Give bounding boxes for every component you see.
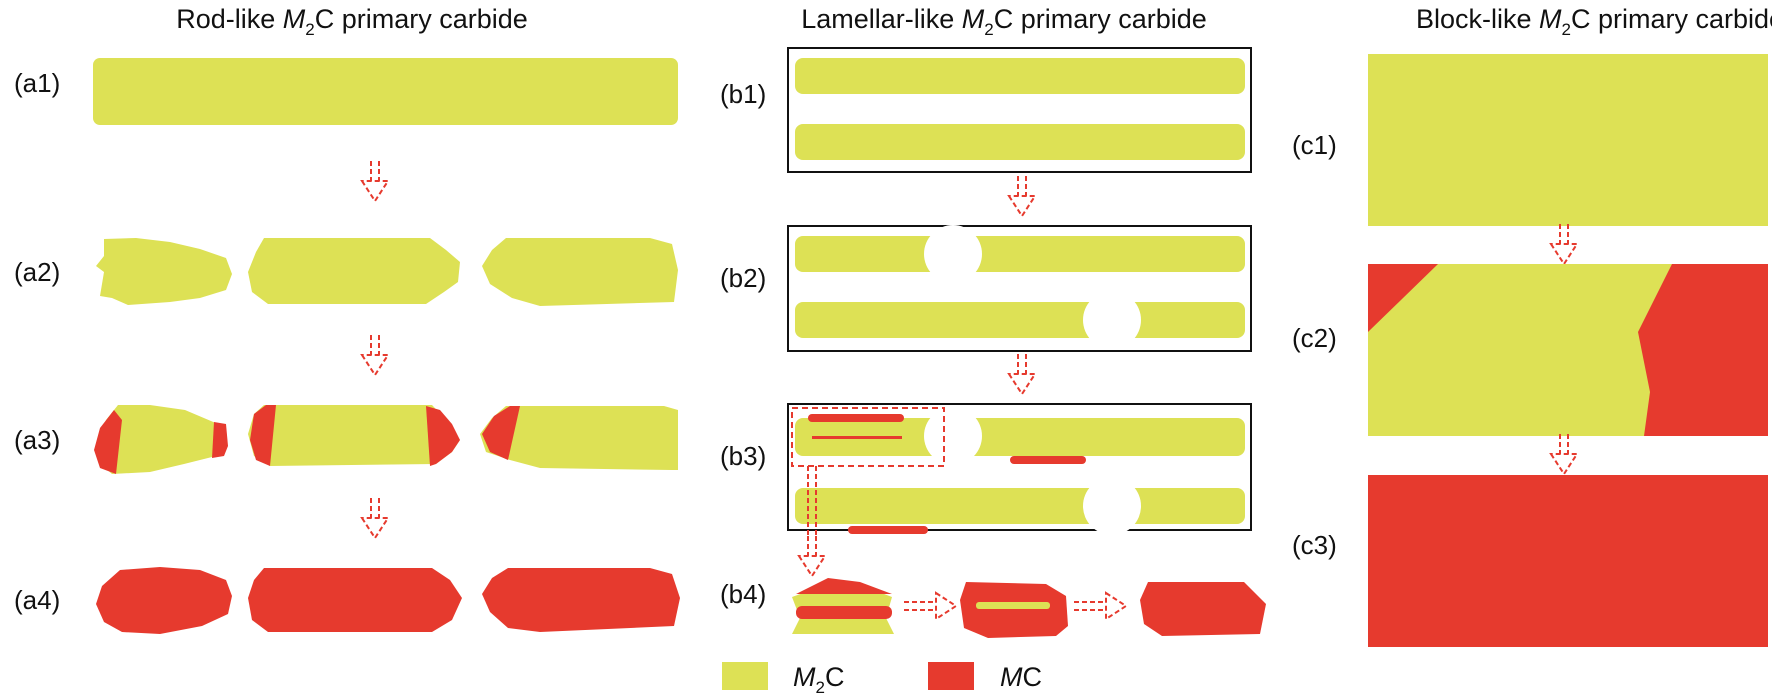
legend-label-mc: MC (1000, 662, 1042, 692)
label-a2: (a2) (14, 257, 60, 287)
c2-mc-right-region (1638, 264, 1768, 436)
b3-mc-strip-4 (848, 526, 928, 534)
label-b1: (b1) (720, 79, 766, 109)
a2-fragment-3 (482, 238, 678, 306)
label-c3: (c3) (1292, 530, 1337, 560)
b4-stage-2-m2c-line (976, 602, 1050, 609)
label-b2: (b2) (720, 263, 766, 293)
a3-fragment-3 (480, 406, 678, 470)
b4-stage-3-mc (1140, 582, 1266, 636)
a4-fragment-2 (248, 568, 462, 632)
arrow-b3-b4-stem (807, 466, 817, 536)
b2-hole-bottom (1083, 291, 1141, 349)
arrow-b3-b4 (798, 535, 826, 577)
a1-rod (93, 58, 678, 125)
c1-block (1368, 54, 1768, 226)
b4-stage-1-mc-cap (796, 578, 892, 594)
label-a1: (a1) (14, 68, 60, 98)
b3-frame (787, 403, 1252, 531)
a3-fragment-1-mc-right (212, 422, 228, 458)
legend-swatch-mc (928, 662, 974, 690)
b1-lamella-top (795, 58, 1245, 94)
b2-lamella-top (795, 236, 1245, 272)
b2-lamella-bottom (795, 302, 1245, 338)
a3-fragment-2-mc-right (426, 406, 460, 466)
arrow-a1-a2 (361, 160, 389, 202)
a3-fragment-1 (98, 405, 224, 474)
b3-lamella-top (795, 418, 1245, 456)
b1-frame (787, 47, 1252, 173)
a2-fragment-2 (248, 238, 460, 304)
c2-mc-left-corner (1368, 264, 1438, 332)
b4-stage-1-mc-band (796, 606, 892, 619)
label-b4: (b4) (720, 579, 766, 609)
arrow-b4-2-3 (1073, 592, 1127, 620)
b3-zoom-box (791, 407, 945, 467)
a3-fragment-3-mc-left (482, 406, 520, 460)
arrow-c1-c2 (1550, 223, 1578, 265)
arrow-b2-b3 (1008, 353, 1036, 395)
label-c1: (c1) (1292, 130, 1337, 160)
arrow-a3-a4 (361, 497, 389, 539)
a4-fragment-1 (96, 567, 232, 634)
title-rod: Rod-like M2C primary carbide (176, 4, 528, 39)
a3-fragment-2 (248, 405, 460, 466)
b2-frame (787, 225, 1252, 352)
label-b3: (b3) (720, 441, 766, 471)
a2-fragment-1 (96, 238, 232, 305)
b3-mc-strip-3 (1010, 456, 1086, 464)
label-a3: (a3) (14, 425, 60, 455)
b1-lamella-bottom (795, 124, 1245, 160)
title-block: Block-like M2C primary carbide (1416, 4, 1772, 39)
a3-fragment-2-mc-left (250, 405, 276, 466)
b3-mc-strip-2 (812, 436, 902, 439)
label-c2: (c2) (1292, 323, 1337, 353)
legend-label-m2c: M2C (793, 662, 844, 695)
title-lamellar: Lamellar-like M2C primary carbide (801, 4, 1207, 39)
b2-hole-top (924, 225, 982, 283)
b3-hole-top (924, 407, 982, 465)
arrow-b4-1-2 (903, 592, 957, 620)
arrow-a2-a3 (361, 334, 389, 376)
a4-fragment-3 (482, 568, 680, 632)
b3-lamella-bottom (795, 488, 1245, 524)
c3-block (1368, 475, 1768, 647)
arrow-c2-c3 (1550, 433, 1578, 475)
b4-stage-2-mc (960, 582, 1068, 638)
a3-fragment-1-mc-left (94, 410, 122, 474)
b3-mc-strip-1 (808, 414, 904, 422)
legend: M2C MC (722, 662, 1042, 695)
arrow-b1-b2 (1008, 175, 1036, 217)
b3-hole-bottom (1083, 477, 1141, 535)
legend-swatch-m2c (722, 662, 768, 690)
label-a4: (a4) (14, 585, 60, 615)
